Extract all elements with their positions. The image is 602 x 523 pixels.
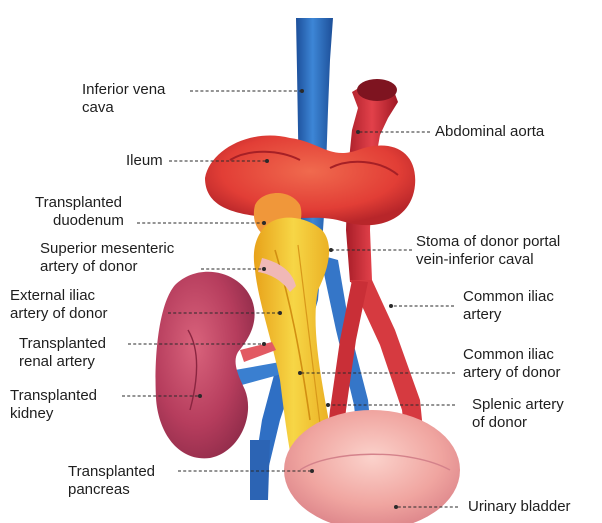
label-line: Transplanted — [10, 387, 97, 405]
label-line: Superior mesenteric — [40, 240, 174, 258]
label-line: vein-inferior caval — [416, 251, 560, 269]
label-ileum: Ileum — [126, 152, 163, 170]
label-line: pancreas — [68, 481, 155, 499]
label-transplanted-kidney: Transplanted kidney — [10, 387, 97, 423]
label-line: Transplanted — [35, 194, 124, 212]
label-common-iliac-artery: Common iliac artery — [463, 288, 554, 324]
label-line: artery of donor — [463, 364, 561, 382]
label-line: artery of donor — [40, 258, 174, 276]
label-line: artery — [463, 306, 554, 324]
label-splenic-artery: Splenic artery of donor — [472, 396, 564, 432]
label-common-iliac-artery-donor: Common iliac artery of donor — [463, 346, 561, 382]
label-transplanted-duodenum: Transplanted duodenum — [35, 194, 124, 230]
label-abdominal-aorta: Abdominal aorta — [435, 123, 544, 141]
label-line: Transplanted — [19, 335, 106, 353]
label-inferior-vena-cava: Inferior vena cava — [82, 81, 165, 117]
label-line: Common iliac — [463, 346, 561, 364]
label-line: Splenic artery — [472, 396, 564, 414]
label-line: Ileum — [126, 152, 163, 170]
label-line: kidney — [10, 405, 97, 423]
label-transplanted-pancreas: Transplanted pancreas — [68, 463, 155, 499]
label-line: renal artery — [19, 353, 106, 371]
ileum-shape — [205, 136, 415, 226]
kidney-shape — [156, 272, 255, 459]
label-line: Inferior vena — [82, 81, 165, 99]
label-line: Common iliac — [463, 288, 554, 306]
label-line: of donor — [472, 414, 564, 432]
label-superior-mesenteric-artery: Superior mesenteric artery of donor — [40, 240, 174, 276]
label-urinary-bladder: Urinary bladder — [468, 498, 571, 516]
label-line: Stoma of donor portal — [416, 233, 560, 251]
label-transplanted-renal-artery: Transplanted renal artery — [19, 335, 106, 371]
label-line: Transplanted — [68, 463, 155, 481]
label-line: External iliac — [10, 287, 108, 305]
label-line: cava — [82, 99, 165, 117]
label-line: Abdominal aorta — [435, 123, 544, 141]
label-line: Urinary bladder — [468, 498, 571, 516]
label-stoma-portal-vein: Stoma of donor portal vein-inferior cava… — [416, 233, 560, 269]
label-line: artery of donor — [10, 305, 108, 323]
label-line: duodenum — [35, 212, 124, 230]
label-external-iliac-artery: External iliac artery of donor — [10, 287, 108, 323]
renal-artery-shape — [240, 342, 276, 362]
